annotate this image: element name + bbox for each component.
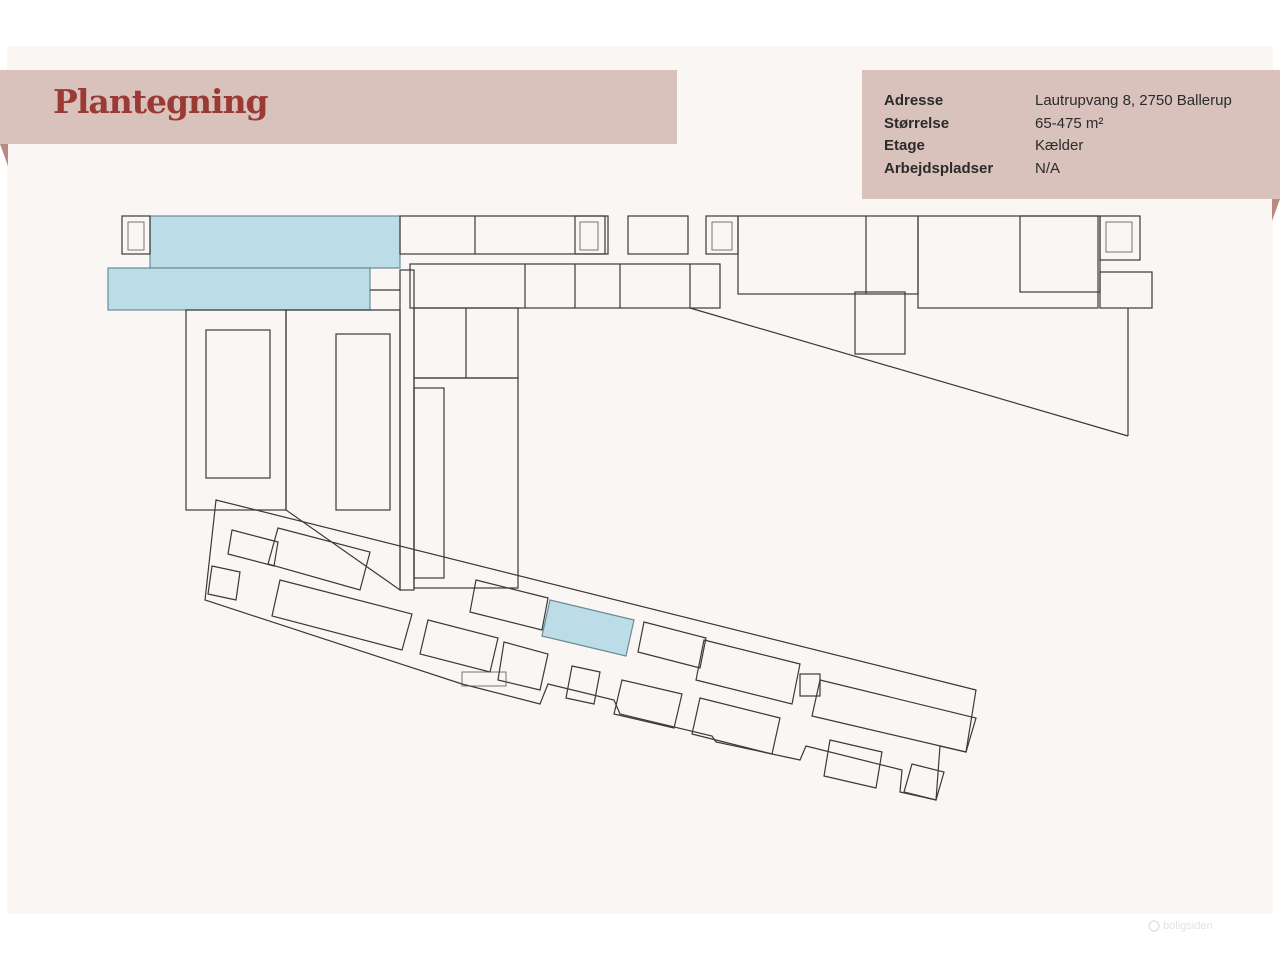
highlighted-unit-north[interactable] [107, 215, 401, 311]
watermark-logo: boligsiden [1148, 920, 1213, 932]
central-blocks [185, 269, 519, 592]
logo-icon [1148, 920, 1160, 932]
highlighted-unit-south[interactable] [541, 599, 635, 657]
watermark-text: boligsiden [1163, 920, 1213, 932]
info-row-floor: Etage Kælder [862, 137, 1280, 160]
info-fold [1272, 199, 1280, 221]
north-wing [121, 215, 1153, 437]
banner-fold [0, 144, 8, 166]
info-key: Størrelse [884, 115, 950, 132]
property-info-box: Adresse Lautrupvang 8, 2750 Ballerup Stø… [862, 70, 1280, 199]
info-key: Etage [884, 137, 925, 154]
title-banner [0, 70, 677, 144]
south-wing [204, 499, 977, 801]
page-title: Plantegning [53, 82, 269, 121]
staircase-icon [127, 221, 1133, 687]
info-value: 65-475 m² [1035, 115, 1104, 132]
info-key: Arbejdspladser [884, 160, 994, 177]
info-key: Adresse [884, 92, 944, 109]
info-value: N/A [1035, 160, 1061, 177]
info-value: Lautrupvang 8, 2750 Ballerup [1035, 92, 1232, 109]
info-row-size: Størrelse 65-475 m² [862, 115, 1280, 138]
info-row-address: Adresse Lautrupvang 8, 2750 Ballerup [862, 92, 1280, 115]
info-value: Kælder [1035, 137, 1084, 154]
info-row-workstations: Arbejdspladser N/A [862, 160, 1280, 183]
